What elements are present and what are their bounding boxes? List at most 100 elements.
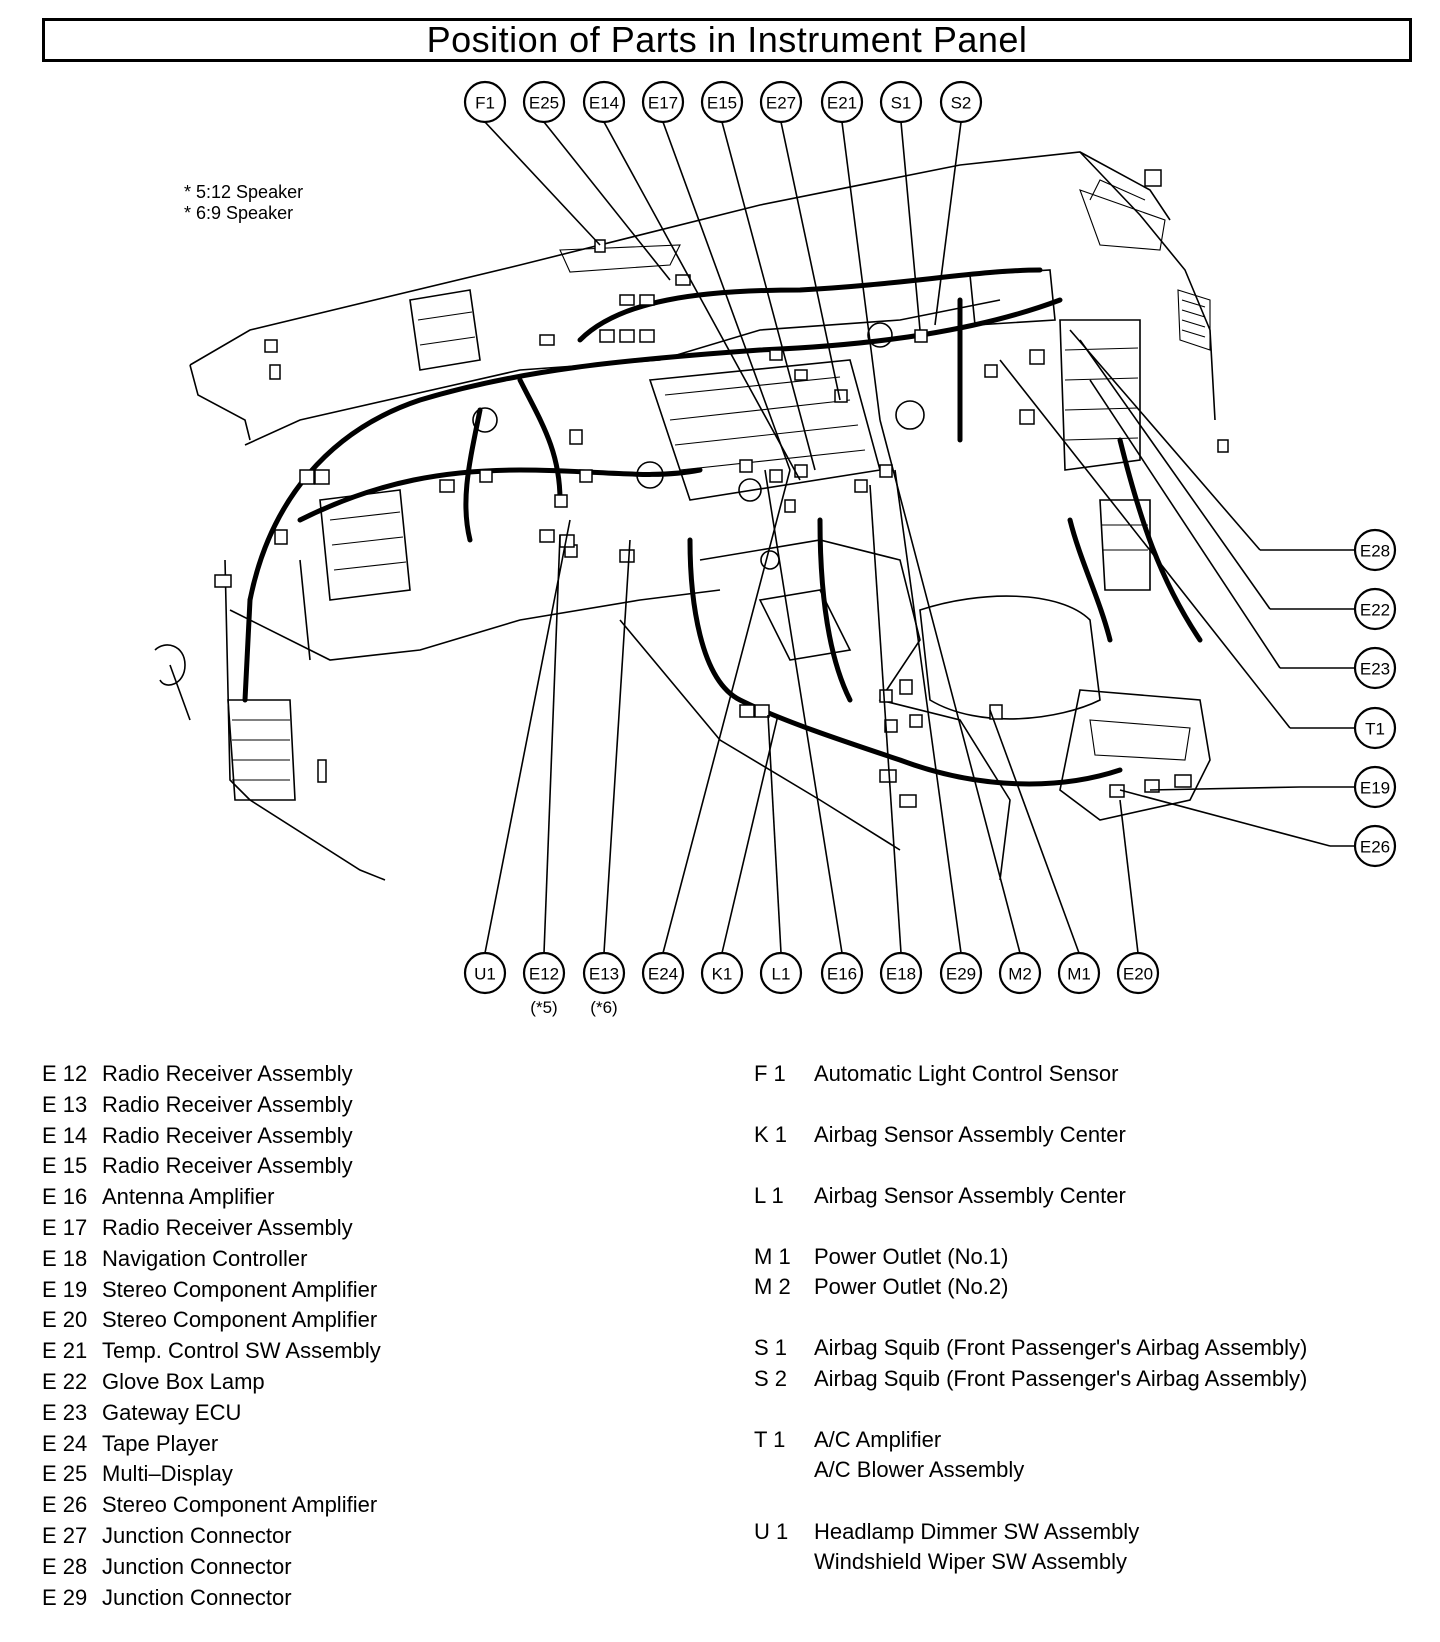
legend-item: E 21 Temp. Control SW Assembly [42,1338,381,1364]
callout-label: E28 [1360,542,1390,561]
callout-circle [700,951,744,995]
leader-line [1089,379,1281,669]
legend-code: E 23 [42,1399,88,1425]
legend-description: Power Outlet (No.2) [814,1274,1009,1299]
callout-l1: L1 [759,951,803,995]
callout-label: S1 [891,94,912,113]
callout-e16: E16 [820,951,864,995]
callout-s2: S2 [939,80,983,124]
callout-e15: E15 [700,80,744,124]
legend-description: Radio Receiver Assembly [102,1215,353,1240]
legend-description: Tape Player [102,1430,219,1456]
callout-label: F1 [475,94,495,113]
leader-line [764,469,843,954]
legend-description: Automatic Light Control Sensor [814,1061,1119,1086]
legend-code: E 19 [42,1276,88,1302]
title-box: Position of Parts in Instrument Panel [42,18,1412,62]
callout-subscript: (*6) [590,998,617,1017]
leader-line [543,534,561,954]
callout-circle [1353,824,1397,868]
leader-line [603,539,631,954]
callout-e22: E22 [1353,587,1397,631]
legend-code: E 29 [42,1584,88,1610]
legend-code: E 25 [42,1461,88,1487]
callout-e23: E23 [1353,646,1397,690]
legend-code: M 1 [754,1244,791,1269]
legend-code: E 27 [42,1523,88,1548]
callout-e14: E14 [582,80,626,124]
legend-description: Junction Connector [102,1553,292,1579]
legend-code: E 20 [42,1307,88,1333]
callout-label: E15 [707,94,737,113]
callout-label: U1 [474,965,496,984]
legend-code: E 17 [42,1215,88,1240]
callout-circle [1116,951,1160,995]
callout-label: E29 [946,965,976,984]
callout-e26: E26 [1353,824,1397,868]
callout-e18: E18 [879,951,923,995]
legend-description: Temp. Control SW Assembly [102,1338,381,1364]
callout-label: E17 [648,94,678,113]
legend-description: Power Outlet (No.1) [814,1244,1009,1269]
callout-label: E22 [1360,601,1390,620]
legend-code: U 1 [754,1519,789,1544]
leader-line [841,121,881,421]
legend-code: T 1 [754,1427,786,1452]
legend-description: Airbag Sensor Assembly Center [814,1183,1126,1208]
callout-circle [522,80,566,124]
legend-item: M 1 Power Outlet (No.1) [754,1244,1008,1270]
legend-description: Antenna Amplifier [102,1184,275,1210]
legend-description: Windshield Wiper SW Assembly [814,1549,1127,1574]
dashboard-artwork [154,151,1229,881]
callout-s1: S1 [879,80,923,124]
legend-code: E 12 [42,1061,88,1086]
legend-code: E 21 [42,1338,88,1364]
callout-circle [522,951,566,995]
leader-line [1079,339,1271,610]
callout-m1: M1 [1057,951,1101,995]
callout-f1: F1 [463,80,507,124]
callout-circle [1353,587,1397,631]
callout-label: S2 [951,94,972,113]
callout-label: E13 [589,965,619,984]
callout-label: E23 [1360,660,1390,679]
legend-item: L 1 Airbag Sensor Assembly Center [754,1183,1126,1209]
legend-description: Stereo Component Amplifier [102,1307,378,1333]
leader-line [662,469,791,954]
legend-description: Airbag Sensor Assembly Center [814,1122,1126,1147]
legend-description: Radio Receiver Assembly [102,1153,353,1179]
legend-item: E 12 Radio Receiver Assembly [42,1061,353,1087]
page-title: Position of Parts in Instrument Panel [426,19,1028,60]
leader-line [1119,799,1139,954]
callout-m2: M2 [998,951,1042,995]
callout-circle [582,951,626,995]
callout-e25: E25 [522,80,566,124]
callout-e27: E27 [759,80,803,124]
callout-label: E16 [827,965,857,984]
leader-line [780,121,841,401]
callout-circle [820,951,864,995]
legend-description: Radio Receiver Assembly [102,1061,353,1086]
callout-circle [1353,646,1397,690]
callout-e28: E28 [1353,528,1397,572]
leader-line [1069,329,1261,551]
leader-line [603,121,801,481]
legend-code: L 1 [754,1183,784,1208]
callout-label: E21 [827,94,857,113]
callout-circle [759,951,803,995]
callout-label: E24 [648,965,678,984]
legend-description: Navigation Controller [102,1245,308,1271]
callout-label: E25 [529,94,559,113]
leader-line [484,121,601,246]
